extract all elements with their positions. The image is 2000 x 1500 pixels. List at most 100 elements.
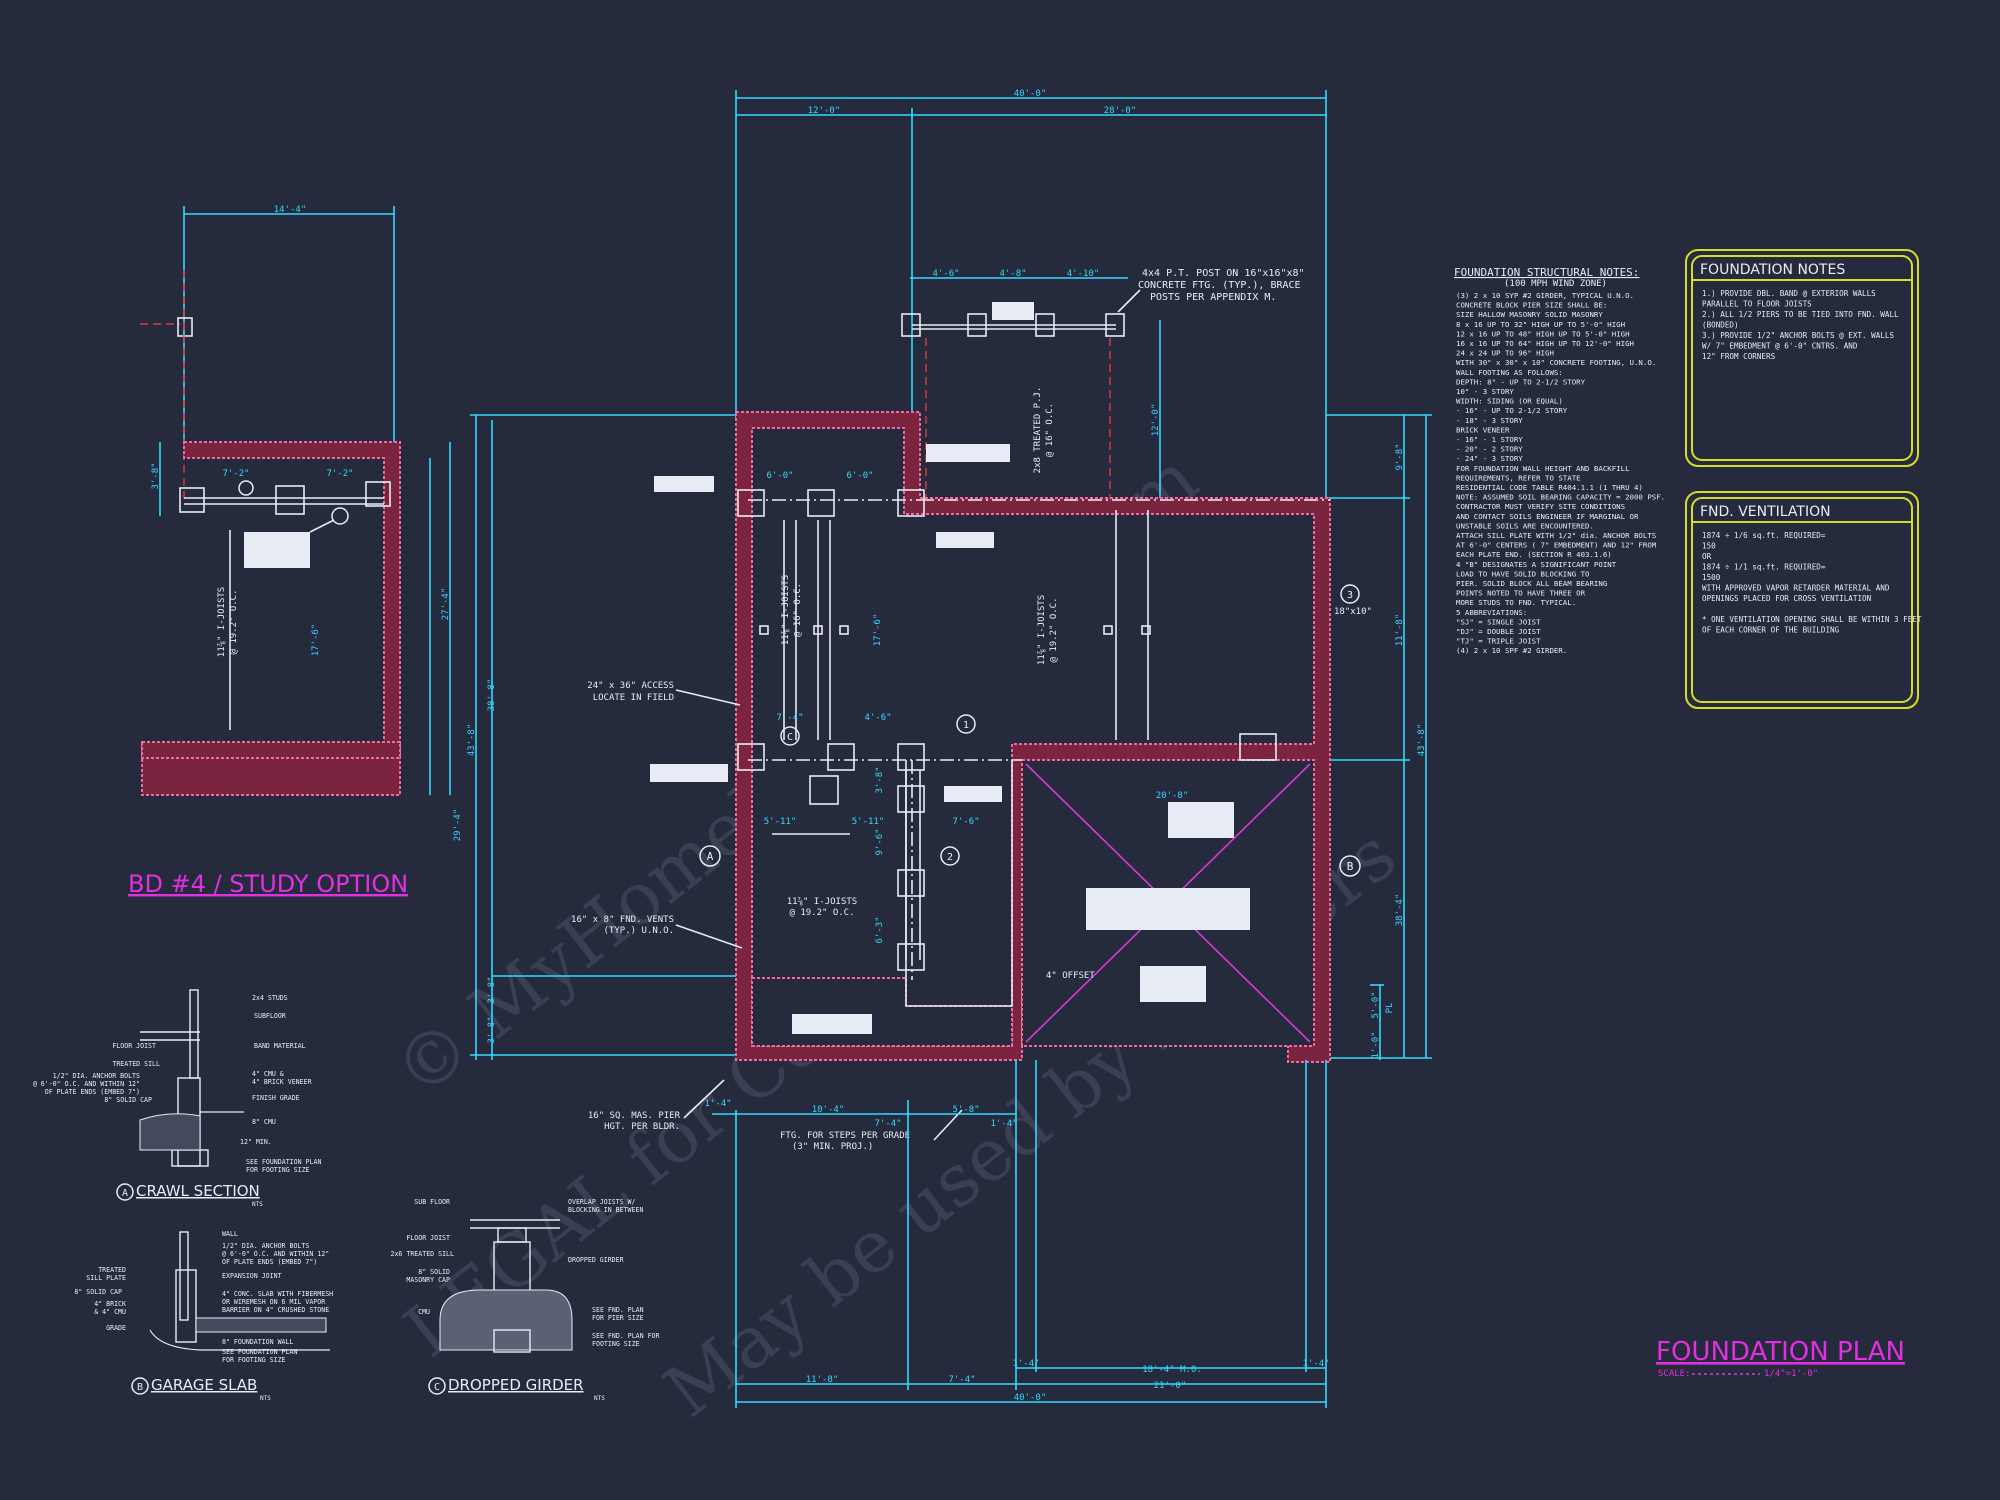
foundation-notes-box: FOUNDATION NOTES 1.) PROVIDE DBL. BAND @…	[1685, 249, 1919, 467]
redacted-label	[936, 532, 994, 548]
girder-nts: NTS	[594, 1395, 605, 1402]
garage-title: GARAGE SLAB	[151, 1376, 257, 1394]
girder-label: 2x6 TREATED SILL	[390, 1250, 454, 1258]
structural-note-line: DEPTH: 8" - UP TO 2-1/2 STORY	[1456, 377, 1586, 386]
girder-label: BLOCKING IN BETWEEN	[568, 1206, 643, 1214]
dim-right-small-2: 1'-0"	[1371, 1031, 1381, 1058]
garage-label: OF PLATE ENDS (EMBED 7")	[222, 1258, 317, 1266]
interior-dimensions: 6'-0" 6'-0" 7'-4" 4'-6" 5'-11" 5'-11" 7'…	[764, 471, 980, 944]
garage-label: @ 6'-0" O.C. AND WITHIN 12"	[222, 1250, 329, 1258]
dim-inner-7: 7'-6"	[952, 817, 979, 827]
dim-lower-a: 10'-4"	[812, 1105, 845, 1115]
joists-3-label: 11⅞" I-JOISTS	[787, 897, 857, 907]
pier-label-2: HGT. PER BLDR.	[604, 1122, 680, 1132]
dim-right-mid: 11'-8"	[1395, 614, 1405, 647]
crawl-label: SEE FOUNDATION PLAN	[246, 1158, 321, 1166]
crawl-label: SUBFLOOR	[254, 1012, 286, 1020]
structural-note-line: FOR FOUNDATION WALL HEIGHT AND BACKFILL	[1456, 464, 1630, 473]
girder-label: SEE FND. PLAN	[592, 1306, 644, 1314]
dim-right-small-3: PL	[1385, 1003, 1395, 1014]
redacted-label	[244, 532, 310, 568]
dim-study-1: 7'-2"	[222, 469, 249, 479]
structural-note-line: "DJ" = DOUBLE JOIST	[1456, 627, 1541, 636]
girder-label: SUB FLOOR	[414, 1198, 450, 1206]
dim-bottom-d: 1'-4"	[1012, 1359, 1039, 1369]
structural-note-line: 5 ABBREVIATIONS:	[1456, 608, 1527, 617]
structural-note-line: BRICK VENEER	[1456, 425, 1510, 434]
ventilation-line: OR	[1702, 552, 1712, 561]
crawl-nts: NTS	[252, 1201, 263, 1208]
dim-inner-10: 6'-3"	[875, 916, 885, 943]
joist-labels: 11⅞" I-JOISTS @ 16" O.C. 11⅞" I-JOISTS @…	[781, 575, 1059, 918]
post-note-2: CONCRETE FTG. (TYP.), BRACE	[1138, 280, 1301, 291]
structural-note-line: EACH PLATE END. (SECTION R 403.1.6)	[1456, 550, 1612, 559]
crawl-label: 2x4 STUDS	[252, 994, 288, 1002]
ventilation-line: 150	[1702, 542, 1716, 551]
dim-top-right: 28'-0"	[1104, 106, 1137, 116]
redacted-slab-note	[1086, 888, 1250, 930]
access-label-1: 24" x 36" ACCESS	[587, 681, 674, 691]
treated-pj-spacing: @ 16" O.C.	[1045, 403, 1055, 457]
redacted-label	[650, 764, 728, 782]
vents-label-1: 16" x 8" FND. VENTS	[571, 915, 674, 925]
ventilation-line: WITH APPROVED VAPOR RETARDER MATERIAL AN…	[1702, 584, 1890, 593]
steps-label-1: FTG. FOR STEPS PER GRADE	[780, 1131, 910, 1141]
dim-porch-vert: 12'-0"	[1151, 404, 1161, 437]
structural-note-line: MORE STUDS TO FND. TYPICAL.	[1456, 598, 1576, 607]
joists-2-spacing: @ 19.2" O.C.	[1049, 597, 1059, 662]
dim-lower-d: 1'-4"	[704, 1099, 731, 1109]
dim-inner-1: 6'-0"	[766, 471, 793, 481]
redacted-label	[1168, 802, 1234, 838]
plan-title: FOUNDATION PLAN	[1656, 1337, 1905, 1367]
structural-note-line: CONTRACTOR MUST VERIFY SITE CONDITIONS	[1456, 502, 1625, 511]
structural-note-line: WITH 30" x 30" x 10" CONCRETE FOOTING, U…	[1456, 358, 1656, 367]
study-joists-label: 11⅞" I-JOISTS	[217, 587, 227, 657]
ventilation-line: 1874 ÷ 1/1 sq.ft. REQUIRED=	[1702, 563, 1826, 572]
structural-note-line: - 16" - UP TO 2-1/2 STORY	[1456, 406, 1568, 415]
bottom-dimensions: 40'-0" 11'-8" 7'-4" 21'-0" 18'-4" M.O. 1…	[704, 1060, 1330, 1408]
dim-bottom-b: 7'-4"	[948, 1375, 975, 1385]
crawl-letter: A	[122, 1188, 128, 1199]
pier-label-1: 16" SQ. MAS. PIER	[588, 1111, 681, 1121]
crawl-label: @ 6'-0" O.C. AND WITHIN 12"	[33, 1080, 140, 1088]
structural-notes-lines: (3) 2 x 10 SYP #2 GIRDER, TYPICAL U.N.O.…	[1456, 291, 1665, 655]
dim-bottom-mo: 18'-4" M.O.	[1142, 1365, 1202, 1375]
foundation-note-line: 12" FROM CORNERS	[1702, 352, 1776, 361]
dim-top-left: 12'-0"	[808, 106, 841, 116]
garage-label: 4" CONC. SLAB WITH FIBERMESH	[222, 1290, 333, 1298]
garage-label: GRADE	[106, 1324, 126, 1332]
girder-label: FOR PIER SIZE	[592, 1314, 644, 1322]
bubble-b: B	[1347, 860, 1354, 873]
structural-note-line: - 20" - 2 STORY	[1456, 445, 1523, 454]
study-option-plan: 14'-4" 7'-2" 7'-2" 17'-6" 27'-4" 3'-8" 1…	[128, 205, 451, 898]
dim-right-top: 9'-8"	[1395, 443, 1405, 470]
garage-label: FOR FOOTING SIZE	[222, 1356, 286, 1364]
bubble-2: 2	[947, 852, 953, 863]
bubble-a: A	[707, 850, 714, 863]
structural-note-line: PIER. SOLID BLOCK ALL BEAM BEARING	[1456, 579, 1607, 588]
crawl-label: 12" MIN.	[240, 1138, 272, 1146]
dim-inner-9: 9'-6"	[875, 828, 885, 855]
dim-study-5: 3'-8"	[151, 462, 161, 489]
structural-note-line: UNSTABLE SOILS ARE ENCOUNTERED.	[1456, 521, 1594, 530]
dim-inner-8: 3'-8"	[875, 766, 885, 793]
dim-lower-e: 1'-4"	[990, 1119, 1017, 1129]
foundation-walls	[735, 411, 1331, 1063]
treated-pj-label: 2x8 TREATED P.J.	[1033, 387, 1043, 474]
foundation-notes-title: FOUNDATION NOTES	[1700, 262, 1845, 278]
dim-left-total: 38'-8"	[487, 679, 497, 712]
ventilation-line: OPENINGS PLACED FOR CROSS VENTILATION	[1702, 594, 1872, 603]
crawl-label: FINISH GRADE	[252, 1094, 300, 1102]
structural-note-line: SIZE HALLOW MASONRY SOLID MASONRY	[1456, 310, 1603, 319]
structural-note-line: - 16" - 1 STORY	[1456, 435, 1523, 444]
structural-note-line: 10" - 3 STORY	[1456, 387, 1514, 396]
callouts: 24" x 36" ACCESS LOCATE IN FIELD 16" x 8…	[571, 444, 1372, 1152]
structural-note-line: 24 x 24 UP TO 96" HIGH	[1456, 349, 1554, 358]
crawl-label: BAND MATERIAL	[254, 1042, 306, 1050]
left-dimensions: 38'-8" 43'-8" 29'-4" 3'-8" 3'-8"	[453, 414, 740, 1060]
structural-note-line: (3) 2 x 10 SYP #2 GIRDER, TYPICAL U.N.O.	[1456, 291, 1634, 300]
dim-study-2: 7'-2"	[326, 469, 353, 479]
